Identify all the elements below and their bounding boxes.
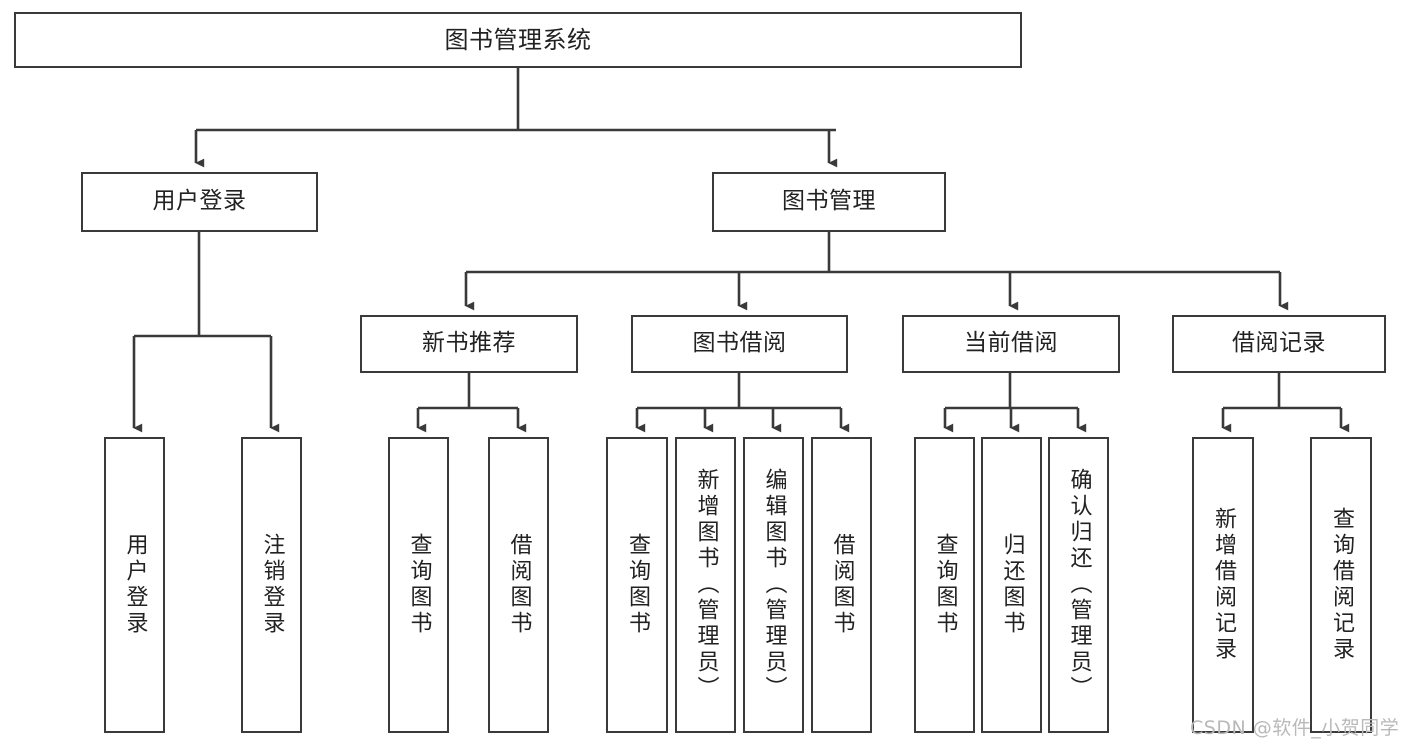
node-book-management[interactable]: 图书管理 [712, 172, 946, 232]
node-label: 当前借阅 [964, 330, 1058, 357]
node-borrow-record[interactable]: 借阅记录 [1172, 315, 1386, 373]
node-label: 图书管理系统 [444, 25, 592, 54]
node-label: 归还图书 [999, 533, 1025, 637]
leaf-current-confirm-return-admin[interactable]: 确认归还（管理员） [1048, 437, 1109, 733]
node-current-borrow[interactable]: 当前借阅 [902, 315, 1120, 373]
node-label: 新书推荐 [422, 330, 516, 357]
leaf-user-login-login[interactable]: 用户登录 [104, 437, 165, 733]
node-label: 查询图书 [625, 533, 650, 637]
leaf-user-login-logout[interactable]: 注销登录 [241, 437, 302, 733]
node-label: 注销登录 [259, 533, 285, 637]
leaf-borrow-borrow-book[interactable]: 借阅图书 [811, 437, 872, 733]
node-label: 确认归还（管理员） [1066, 468, 1092, 702]
leaf-borrow-edit-book-admin[interactable]: 编辑图书（管理员） [743, 437, 804, 733]
node-root-system[interactable]: 图书管理系统 [14, 12, 1022, 68]
leaf-current-return-book[interactable]: 归还图书 [981, 437, 1042, 733]
leaf-recommend-borrow-book[interactable]: 借阅图书 [488, 437, 549, 733]
node-label: 新增图书（管理员） [693, 468, 719, 702]
leaf-record-query-record[interactable]: 查询借阅记录 [1310, 437, 1372, 733]
csdn-watermark: CSDN @软件_小贺同学 [1190, 717, 1400, 739]
leaf-current-query-book[interactable]: 查询图书 [914, 437, 975, 733]
node-label: 新增借阅记录 [1211, 507, 1236, 663]
node-user-login[interactable]: 用户登录 [81, 172, 318, 232]
node-label: 查询图书 [932, 533, 958, 637]
node-label: 用户登录 [152, 188, 247, 215]
leaf-borrow-add-book-admin[interactable]: 新增图书（管理员） [675, 437, 736, 733]
node-label: 借阅图书 [829, 533, 855, 637]
node-book-borrow[interactable]: 图书借阅 [631, 315, 848, 373]
node-new-book-recommend[interactable]: 新书推荐 [360, 315, 578, 373]
node-label: 借阅图书 [506, 533, 532, 637]
node-label: 用户登录 [122, 533, 148, 637]
leaf-record-add-record[interactable]: 新增借阅记录 [1192, 437, 1254, 733]
leaf-borrow-query-book[interactable]: 查询图书 [606, 437, 668, 733]
node-label: 图书借阅 [692, 330, 787, 357]
node-label: 借阅记录 [1232, 330, 1326, 357]
node-label: 查询借阅记录 [1329, 507, 1354, 663]
leaf-recommend-query-book[interactable]: 查询图书 [388, 437, 449, 733]
node-label: 图书管理 [782, 188, 876, 215]
node-label: 查询图书 [406, 533, 432, 637]
node-label: 编辑图书（管理员） [761, 468, 787, 702]
